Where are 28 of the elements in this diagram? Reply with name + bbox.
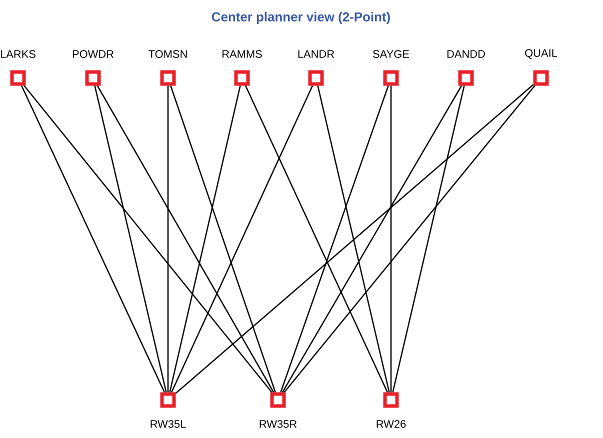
node-label: RW35R [260, 420, 297, 428]
connector-line [170, 85, 314, 393]
connector-line [167, 86, 169, 392]
connector-line [390, 86, 392, 392]
connector-line [24, 85, 272, 393]
connector-line [245, 85, 388, 393]
connector-line [280, 86, 389, 392]
connector-line [317, 86, 390, 392]
connector-line [96, 85, 274, 393]
connector-line [170, 86, 276, 392]
node-label: RAMMS [222, 50, 262, 58]
node-label: QUAIL [525, 49, 558, 59]
connector-line [392, 86, 465, 392]
node-label: LANDR [298, 50, 334, 58]
connector-line [94, 86, 167, 392]
node-label: TOMSN [148, 50, 187, 58]
connector-line [21, 85, 165, 393]
node-label: RW35L [150, 420, 186, 428]
connector-line [282, 85, 462, 393]
node-label: RW26 [376, 420, 406, 428]
node-label: LARKS [0, 50, 36, 58]
title: Center planner view (2-Point) [212, 12, 390, 24]
node-label: POWDR [72, 50, 114, 58]
connector-line [284, 85, 536, 393]
connector-line [175, 84, 534, 394]
node-label: SAYGE [373, 50, 409, 58]
node-label: DANDD [447, 50, 485, 58]
connector-line [169, 86, 241, 392]
